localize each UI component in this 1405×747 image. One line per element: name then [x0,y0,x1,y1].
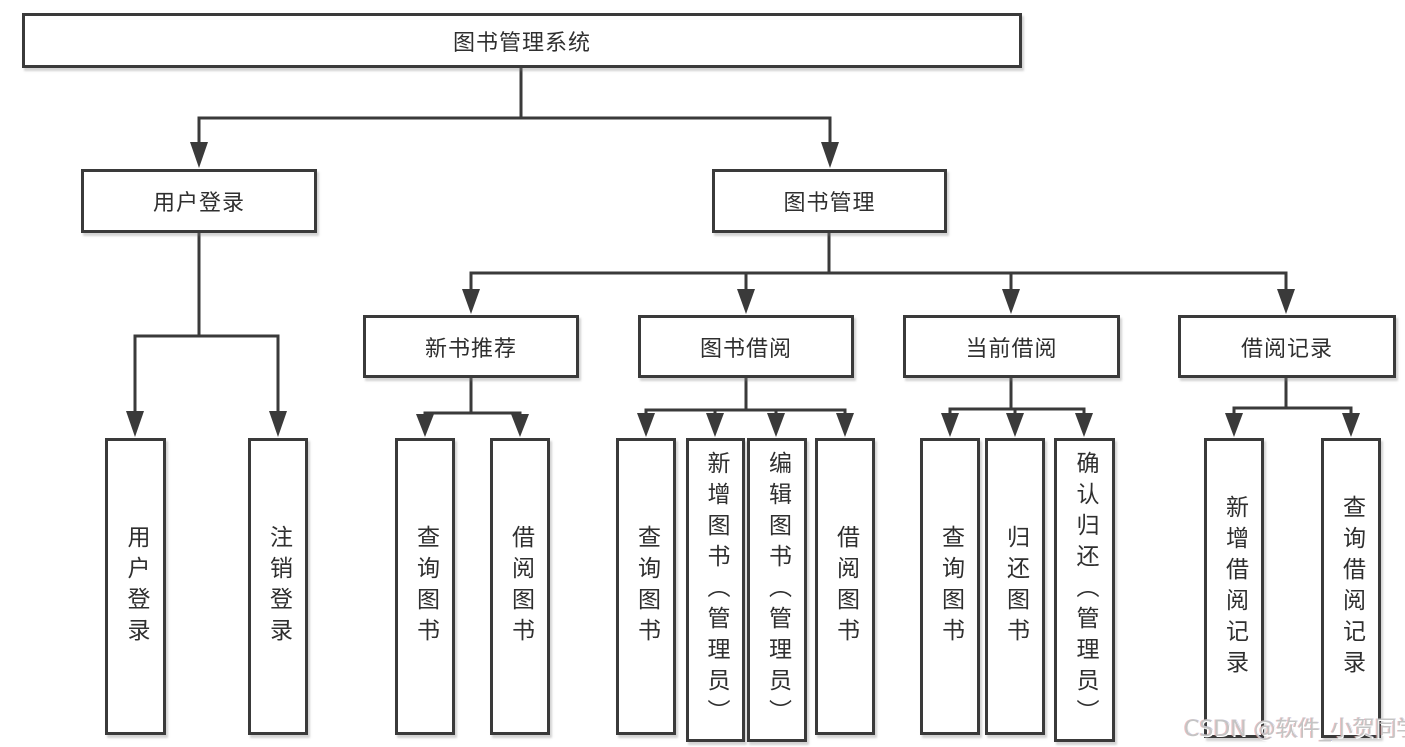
node-root-system: 图书管理系统 [22,13,1022,68]
leaf-confirm-return-admin: 确认归还（管理员） [1054,438,1115,742]
leaf-edit-book-admin: 编辑图书（管理员） [747,438,807,742]
leaf-current-query-book: 查询图书 [920,438,980,735]
leaf-return-book: 归还图书 [985,438,1045,735]
leaf-query-borrow-record: 查询借阅记录 [1321,438,1381,738]
leaf-add-book-admin: 新增图书（管理员） [686,438,745,742]
leaf-logout: 注销登录 [248,438,308,735]
leaf-borrow-query-book: 查询图书 [616,438,676,735]
node-user-login-branch: 用户登录 [81,169,317,233]
leaf-recommend-query-book: 查询图书 [395,438,455,735]
leaf-user-login: 用户登录 [105,438,166,735]
node-book-borrow: 图书借阅 [638,315,854,378]
node-borrow-records: 借阅记录 [1178,315,1396,378]
node-new-book-recommend: 新书推荐 [363,315,579,378]
leaf-borrow-book: 借阅图书 [815,438,875,735]
arrowheads [126,142,1360,437]
leaf-recommend-borrow-book: 借阅图书 [490,438,550,735]
node-book-management-branch: 图书管理 [712,169,947,233]
csdn-watermark: CSDN @软件_小贺同学 [1184,717,1405,742]
node-current-borrow: 当前借阅 [903,315,1120,378]
leaf-add-borrow-record: 新增借阅记录 [1204,438,1264,738]
